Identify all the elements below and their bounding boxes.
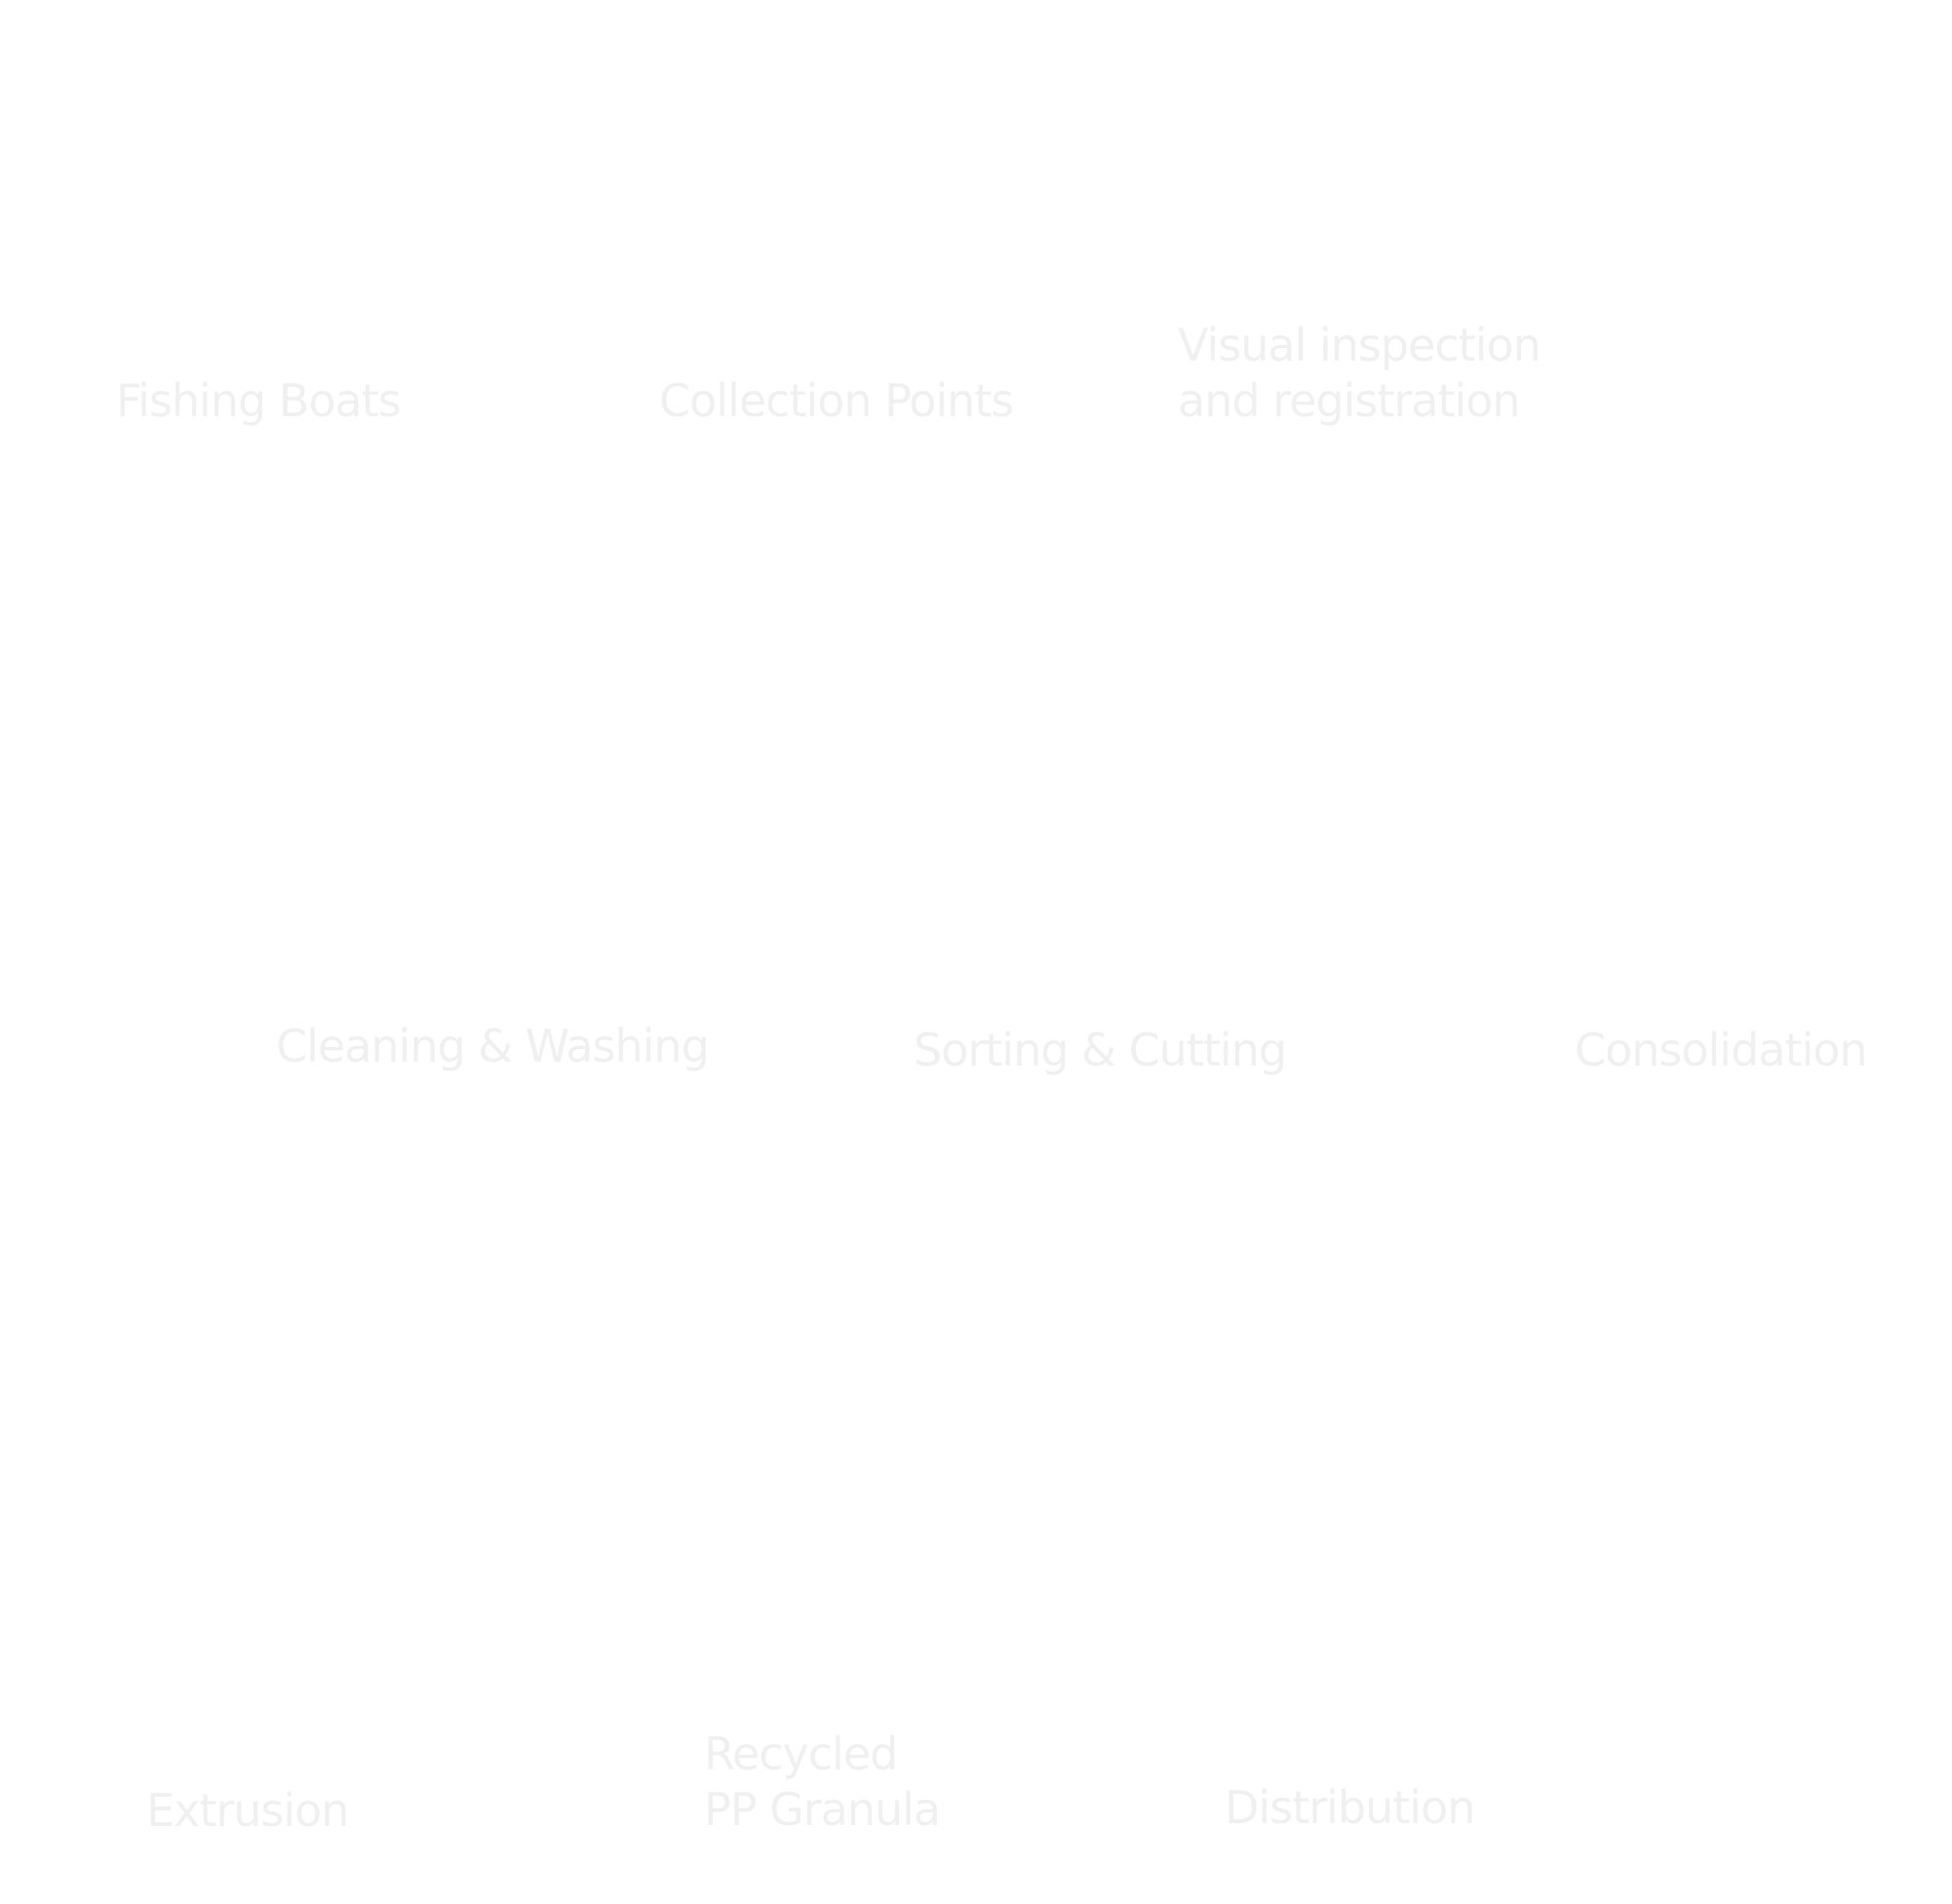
step-cleaning-washing: Cleaning & Washing	[276, 1019, 710, 1074]
step-recycled-pp-granula: Recycled PP Granula	[704, 1727, 941, 1838]
step-collection-points-text: Collection Points	[659, 374, 1014, 427]
step-visual-inspection: Visual inspection and registration	[1178, 318, 1542, 429]
step-visual-inspection-line-2: and registration	[1178, 374, 1521, 427]
step-collection-points: Collection Points	[659, 373, 1014, 429]
step-consolidation-text: Consolidation	[1575, 1024, 1868, 1076]
step-recycled-pp-line-1: Recycled	[704, 1728, 898, 1780]
step-extrusion-text: Extrusion	[146, 1784, 349, 1837]
step-cleaning-washing-text: Cleaning & Washing	[276, 1020, 710, 1072]
step-visual-inspection-line-1: Visual inspection	[1178, 319, 1542, 371]
step-extrusion: Extrusion	[146, 1783, 349, 1839]
step-distribution: Distribution	[1225, 1780, 1475, 1836]
step-fishing-boats: Fishing Boats	[116, 373, 402, 429]
step-consolidation: Consolidation	[1575, 1023, 1868, 1078]
step-recycled-pp-line-2: PP Granula	[704, 1783, 941, 1836]
step-distribution-text: Distribution	[1225, 1781, 1475, 1834]
step-sorting-cutting-text: Sorting & Cutting	[914, 1024, 1287, 1076]
step-fishing-boats-text: Fishing Boats	[116, 374, 402, 427]
step-sorting-cutting: Sorting & Cutting	[914, 1023, 1287, 1078]
